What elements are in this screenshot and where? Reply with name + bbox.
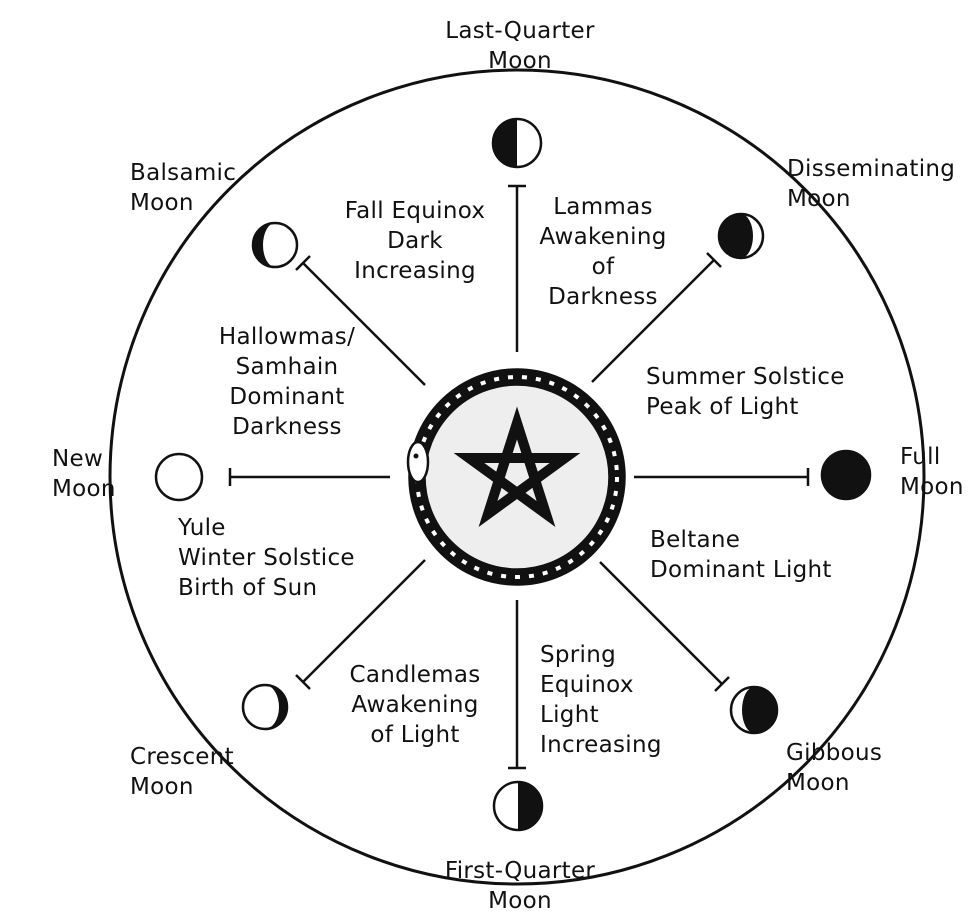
label-line: Equinox xyxy=(540,670,662,700)
label-line: Moon xyxy=(430,46,610,76)
label-line: Moon xyxy=(52,474,116,504)
label-line: Disseminating xyxy=(787,154,955,184)
label-line: Full xyxy=(900,442,964,472)
label-line: Dark xyxy=(330,226,500,256)
beltane-label: Beltane Dominant Light xyxy=(650,525,832,585)
balsamic-moon-icon xyxy=(253,223,297,267)
gibbous-moon-icon xyxy=(731,687,777,733)
crescent-moon-label: Crescent Moon xyxy=(130,742,234,802)
label-line: First-Quarter xyxy=(430,856,610,886)
label-line: Awakening xyxy=(330,690,500,720)
gibbous-moon-label: Gibbous Moon xyxy=(786,738,882,798)
label-line: Beltane xyxy=(650,525,832,555)
label-line: Dominant xyxy=(192,382,382,412)
label-line: New xyxy=(52,444,116,474)
label-line: Summer Solstice xyxy=(646,362,845,392)
hallowmas-label: Hallowmas/ Samhain Dominant Darkness xyxy=(192,322,382,442)
last-quarter-moon-label: Last-Quarter Moon xyxy=(430,16,610,76)
label-line: Gibbous xyxy=(786,738,882,768)
lammas-label: Lammas Awakening of Darkness xyxy=(528,192,678,312)
label-line: Candlemas xyxy=(330,660,500,690)
label-line: Lammas xyxy=(528,192,678,222)
label-line: Moon xyxy=(786,768,882,798)
label-line: Darkness xyxy=(192,412,382,442)
fall-equinox-label: Fall Equinox Dark Increasing xyxy=(330,196,500,286)
label-line: Moon xyxy=(130,188,236,218)
candlemas-label: Candlemas Awakening of Light xyxy=(330,660,500,750)
first-quarter-moon-label: First-Quarter Moon xyxy=(430,856,610,916)
label-line: Moon xyxy=(130,772,234,802)
label-line: Yule xyxy=(178,513,355,543)
new-moon-icon xyxy=(156,454,202,500)
summer-solstice-label: Summer Solstice Peak of Light xyxy=(646,362,845,422)
disseminating-moon-icon xyxy=(719,214,763,258)
label-line: Darkness xyxy=(528,282,678,312)
label-line: Moon xyxy=(787,184,955,214)
last-quarter-moon-icon xyxy=(493,119,541,167)
spring-equinox-label: Spring Equinox Light Increasing xyxy=(540,640,662,760)
label-line: of xyxy=(528,252,678,282)
label-line: Awakening xyxy=(528,222,678,252)
label-line: Peak of Light xyxy=(646,392,845,422)
full-moon-icon xyxy=(822,451,870,499)
full-moon-label: Full Moon xyxy=(900,442,964,502)
balsamic-moon-label: Balsamic Moon xyxy=(130,158,236,218)
label-line: Moon xyxy=(430,886,610,916)
first-quarter-moon-icon xyxy=(494,782,542,830)
label-line: Samhain xyxy=(192,352,382,382)
label-line: Dominant Light xyxy=(650,555,832,585)
label-line: Crescent xyxy=(130,742,234,772)
yule-label: Yule Winter Solstice Birth of Sun xyxy=(178,513,355,603)
label-line: Fall Equinox xyxy=(330,196,500,226)
disseminating-moon-label: Disseminating Moon xyxy=(787,154,955,214)
new-moon-label: New Moon xyxy=(52,444,116,504)
label-line: Birth of Sun xyxy=(178,573,355,603)
label-line: Spring xyxy=(540,640,662,670)
label-line: Last-Quarter xyxy=(430,16,610,46)
label-line: Increasing xyxy=(330,256,500,286)
crescent-moon-icon xyxy=(243,685,287,729)
label-line: Moon xyxy=(900,472,964,502)
center-emblem xyxy=(408,369,625,585)
label-line: Winter Solstice xyxy=(178,543,355,573)
label-line: of Light xyxy=(330,720,500,750)
label-line: Balsamic xyxy=(130,158,236,188)
label-line: Hallowmas/ xyxy=(192,322,382,352)
label-line: Increasing xyxy=(540,730,662,760)
label-line: Light xyxy=(540,700,662,730)
